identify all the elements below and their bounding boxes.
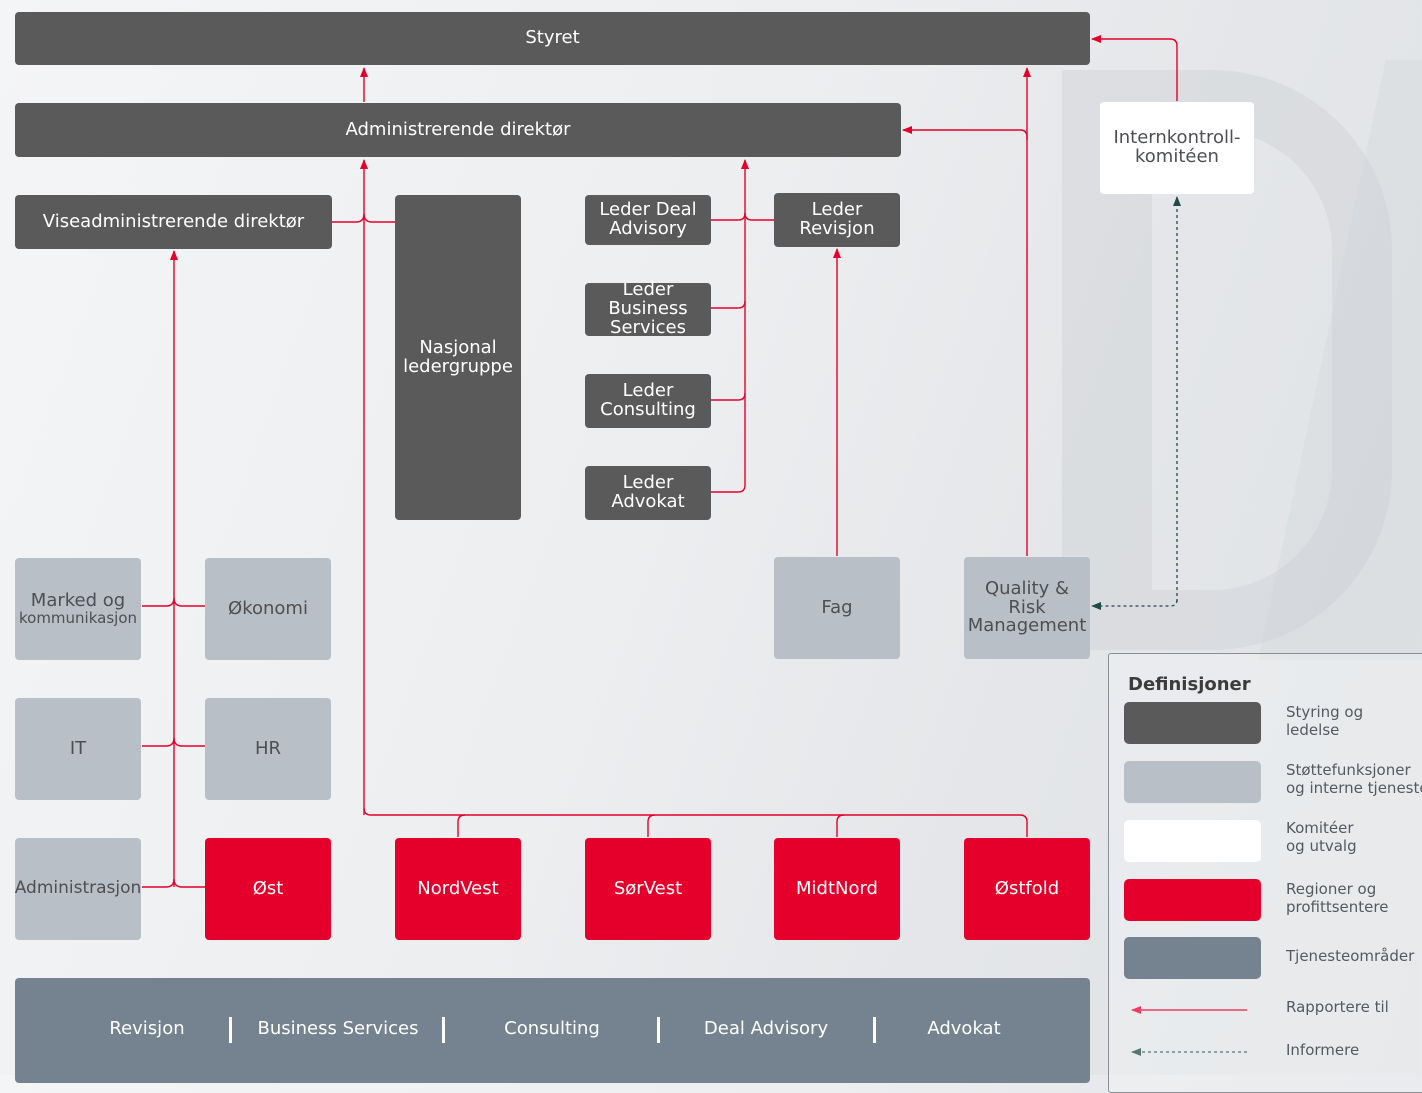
legend-label-support: Støttefunksjoner og interne tjenester <box>1286 761 1422 797</box>
legend-label-governance: Styring og ledelse <box>1286 703 1363 739</box>
legend-swatch-service <box>1124 937 1261 979</box>
label-line: ledelse <box>1286 721 1340 739</box>
label-line: ledergruppe <box>403 355 513 377</box>
box-region-midtnord: MidtNord <box>774 838 900 940</box>
legend-swatch-committee <box>1124 820 1261 862</box>
label-line: Internkontroll- <box>1113 127 1241 149</box>
legend-swatch-support <box>1124 761 1261 803</box>
label-line: Støttefunksjoner <box>1286 761 1411 779</box>
box-administrerende-direktor: Administrerende direktør <box>15 103 901 157</box>
legend-title: Definisjoner <box>1128 674 1251 695</box>
line-marked <box>142 597 175 607</box>
service-area-business-services: Business Services <box>257 1018 419 1039</box>
line-it <box>142 737 175 747</box>
box-leder-deal-advisory: Leder Deal Advisory <box>585 195 711 245</box>
separator <box>873 1017 876 1043</box>
label-line: Management <box>967 615 1087 637</box>
line-vise-to-adm <box>332 213 365 223</box>
box-leder-advokat: Leder Advokat <box>585 466 711 520</box>
line-administrasjon <box>142 878 175 888</box>
legend-label-inform: Informere <box>1286 1041 1360 1059</box>
legend-swatch-region <box>1124 879 1261 921</box>
box-it: IT <box>15 698 141 800</box>
box-leder-revisjon: Leder Revisjon <box>774 193 900 247</box>
line-internkontroll-to-styret <box>1091 35 1178 101</box>
separator <box>657 1017 660 1043</box>
label-line: Nasjonal <box>419 336 497 358</box>
label-line: Komitéer <box>1286 819 1354 837</box>
legend-label-committee: Komitéer og utvalg <box>1286 819 1357 855</box>
line-midtnord-up <box>836 814 845 837</box>
label-line: kommunikasjon <box>18 608 137 627</box>
box-hr: HR <box>205 698 331 800</box>
box-region-sorvest: SørVest <box>585 838 711 940</box>
label-line: Advisory <box>609 218 687 239</box>
legend-label-region: Regioner og profittsentere <box>1286 880 1388 916</box>
line-ost <box>173 878 205 888</box>
separator <box>442 1017 445 1043</box>
line-sorvest-up <box>647 814 656 837</box>
service-areas-bar <box>15 978 1090 1083</box>
box-leder-consulting: Leder Consulting <box>585 374 711 428</box>
box-marked-og-kommunikasjon: Marked og kommunikasjon <box>15 558 141 660</box>
box-leder-business-services: Leder Business Services <box>585 279 711 338</box>
box-nasjonal-ledergruppe: Nasjonal ledergruppe <box>395 195 521 520</box>
line-leder-business <box>711 300 746 309</box>
service-area-advokat: Advokat <box>927 1018 1001 1039</box>
box-administrasjon: Administrasjon <box>15 838 141 940</box>
label-line: og utvalg <box>1286 837 1357 855</box>
legend-label-service: Tjenesteområder <box>1286 947 1415 965</box>
line-hr <box>173 737 205 747</box>
label-line: Regioner og <box>1286 880 1377 898</box>
box-viseadministrerende-direktor: Viseadministrerende direktør <box>15 195 332 249</box>
box-region-nordvest: NordVest <box>395 838 521 940</box>
line-leder-revisjon <box>744 212 774 221</box>
label-line: Revisjon <box>799 218 875 239</box>
box-quality-risk-management: Quality & Risk Management <box>964 557 1090 659</box>
label-line: Marked og <box>30 589 126 611</box>
line-leder-advokat <box>711 484 746 493</box>
inform-line-quality <box>1091 599 1178 610</box>
label-line: Advokat <box>611 491 685 512</box>
label-line: Leder <box>622 380 674 402</box>
line-quality-to-adm <box>902 126 1028 140</box>
label-line: profittsentere <box>1286 898 1389 916</box>
label-line: Quality & Risk <box>984 577 1070 618</box>
label-line: Leder Business <box>608 279 688 320</box>
label-line: Leder <box>811 199 863 221</box>
box-styret: Styret <box>15 12 1090 65</box>
label-line: Leder Deal <box>599 199 697 221</box>
service-area-revisjon: Revisjon <box>109 1018 185 1039</box>
line-leder-consulting <box>711 392 746 401</box>
legend-label-report: Rapportere til <box>1286 998 1389 1016</box>
line-okonomi <box>173 597 205 607</box>
label-line: Leder <box>622 472 674 494</box>
label-line: Services <box>610 316 686 338</box>
line-leder-deal <box>711 212 746 221</box>
label-line: komitéen <box>1135 146 1219 167</box>
service-area-deal-advisory: Deal Advisory <box>703 1018 829 1039</box>
line-nasjonal-to-adm <box>363 213 395 223</box>
box-fag: Fag <box>774 557 900 659</box>
box-region-ost: Øst <box>205 838 331 940</box>
box-okonomi: Økonomi <box>205 558 331 660</box>
separator <box>229 1017 232 1043</box>
line-nordvest-up <box>457 814 466 837</box>
legend-swatch-governance <box>1124 702 1261 744</box>
label-line: og interne tjenester <box>1286 779 1422 797</box>
box-region-ostfold: Østfold <box>964 838 1090 940</box>
line-regions-bus <box>363 807 1028 837</box>
label-line: Styring og <box>1286 703 1364 721</box>
service-area-consulting: Consulting <box>504 1018 600 1039</box>
box-internkontrollkomiteen: Internkontroll- komitéen <box>1100 102 1254 194</box>
label-line: Consulting <box>600 399 696 420</box>
